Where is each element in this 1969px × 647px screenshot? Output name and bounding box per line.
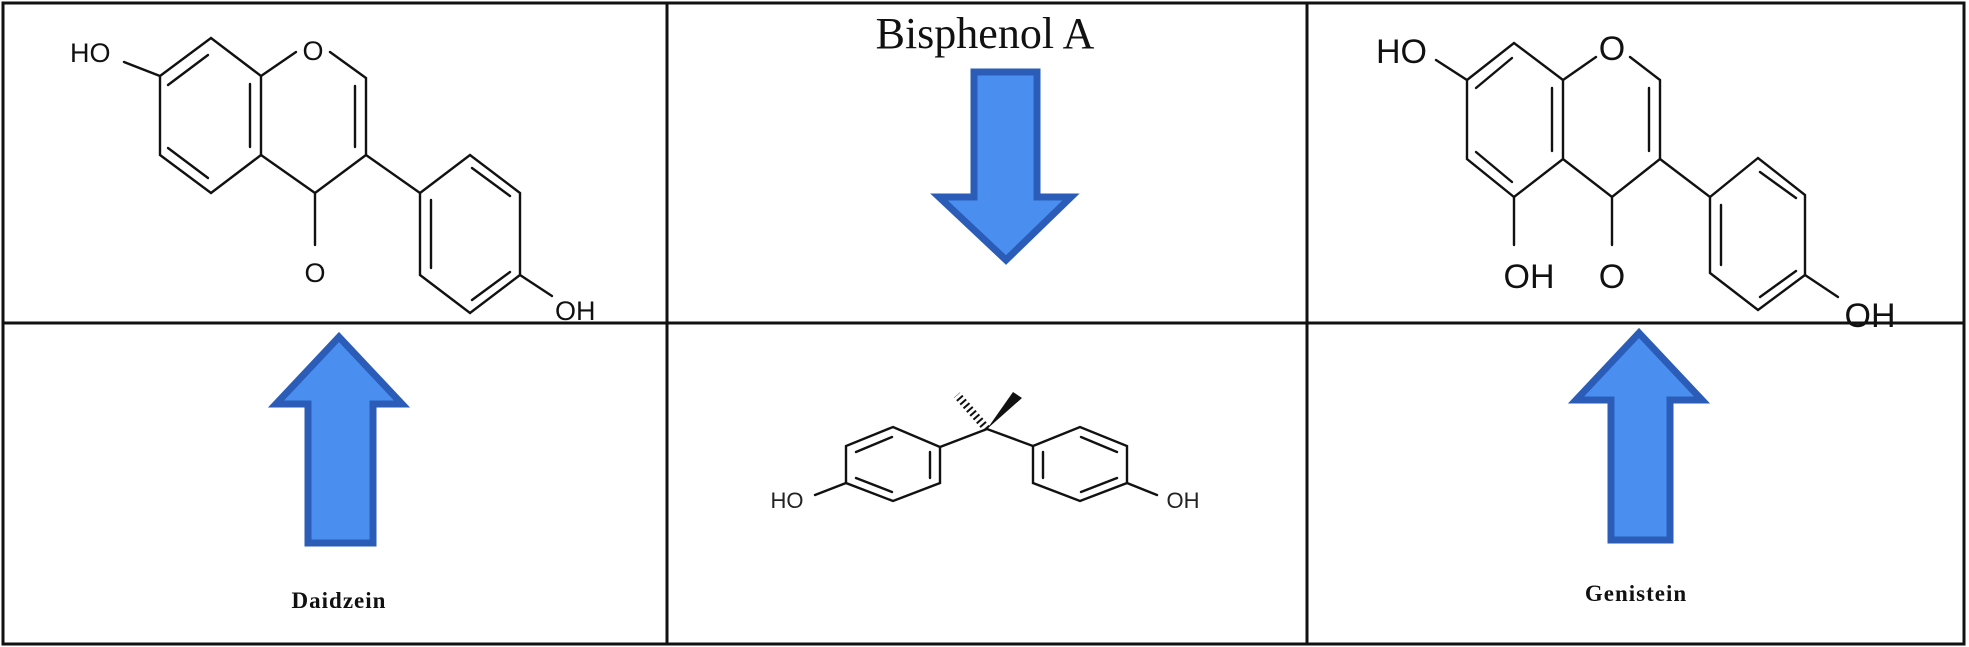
atom-label: O bbox=[1599, 258, 1625, 296]
atom-label: HO bbox=[70, 38, 111, 68]
atom-label: HO bbox=[1376, 33, 1427, 71]
daidzein-label: Daidzein bbox=[292, 588, 387, 613]
genistein-label: Genistein bbox=[1585, 581, 1687, 606]
atom-label: O bbox=[1599, 30, 1625, 68]
arrow-down-icon bbox=[930, 68, 1080, 265]
bisphenol-a-structure: HO OH bbox=[771, 392, 1200, 513]
atom-label: O bbox=[304, 258, 325, 288]
daidzein-structure: HO O O OH bbox=[70, 36, 596, 326]
arrow-up-icon bbox=[267, 331, 411, 547]
atom-label: OH bbox=[555, 296, 596, 326]
atom-label: OH bbox=[1845, 297, 1896, 335]
atom-label: OH bbox=[1504, 258, 1555, 296]
atom-label: O bbox=[302, 36, 323, 66]
genistein-structure: HO O OH O OH bbox=[1376, 30, 1896, 335]
arrow-up-icon bbox=[1567, 327, 1711, 544]
atom-label: OH bbox=[1167, 488, 1200, 513]
bisphenol-a-title: Bisphenol A bbox=[876, 9, 1095, 58]
atom-label: HO bbox=[771, 488, 804, 513]
